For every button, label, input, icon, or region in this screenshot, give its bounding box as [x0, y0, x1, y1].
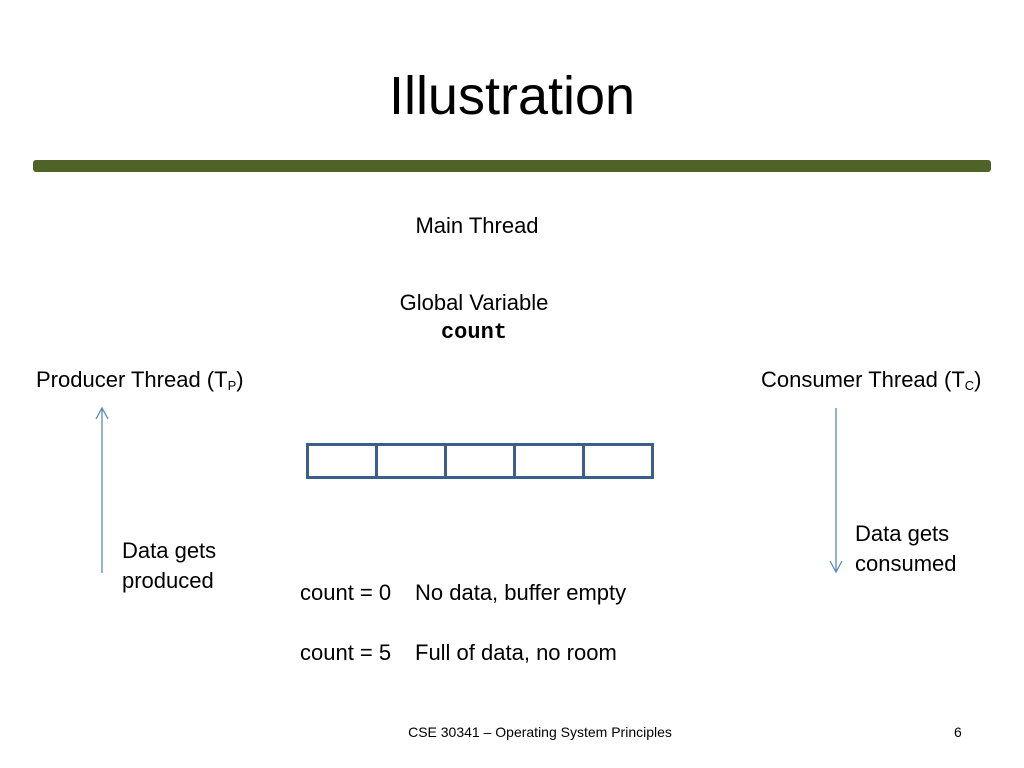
- global-variable-name: count: [440, 320, 507, 345]
- producer-up-arrow: [95, 406, 109, 573]
- global-variable-label: Global Variable: [399, 290, 549, 315]
- consumer-thread-label-close: ): [974, 367, 982, 392]
- state-empty-label: count = 0: [300, 580, 392, 605]
- slide-title: Illustration: [388, 66, 636, 126]
- title-divider-bar: [33, 160, 991, 172]
- consumer-thread-subscript: C: [964, 378, 975, 393]
- state-full-label: count = 5: [300, 640, 392, 665]
- produced-line-2: produced: [122, 568, 214, 593]
- produced-line-1: Data gets: [122, 538, 217, 563]
- buffer-slot: [309, 446, 378, 476]
- consumed-line-2: consumed: [855, 551, 957, 576]
- producer-thread-subscript: P: [227, 378, 237, 393]
- producer-thread-label-close: ): [236, 367, 244, 392]
- producer-thread-label: Producer Thread (TP): [36, 365, 244, 395]
- buffer-slot: [378, 446, 447, 476]
- consumed-line-1: Data gets: [855, 521, 950, 546]
- page-number: 6: [954, 724, 962, 740]
- state-full-description: Full of data, no room: [415, 640, 617, 665]
- buffer-slot: [585, 446, 651, 476]
- footer-course: CSE 30341 – Operating System Principles: [408, 724, 672, 740]
- buffer-slot: [447, 446, 516, 476]
- main-thread-label: Main Thread: [415, 213, 539, 238]
- producer-thread-label-text: Producer Thread (T: [36, 367, 228, 392]
- state-empty-description: No data, buffer empty: [415, 580, 627, 605]
- shared-buffer: [306, 443, 654, 479]
- buffer-slot: [516, 446, 585, 476]
- consumer-down-arrow: [829, 408, 843, 574]
- consumer-thread-label: Consumer Thread (TC): [761, 365, 982, 395]
- consumer-thread-label-text: Consumer Thread (T: [761, 367, 965, 392]
